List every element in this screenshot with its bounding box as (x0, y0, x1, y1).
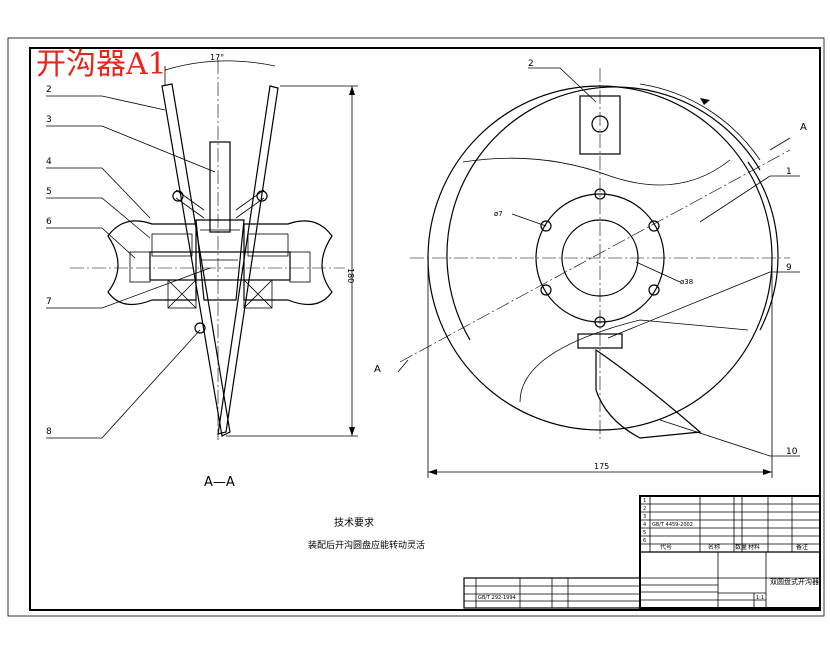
std-code-2: GB/T 292-1994 (478, 595, 516, 601)
small-parts-list: GB/T 292-1994 (463, 577, 641, 609)
callout-6: 6 (46, 217, 52, 227)
product-name: 双圆盘式开沟器 (770, 577, 819, 586)
callout-7: 7 (46, 297, 52, 307)
col-code: 代号 (660, 543, 672, 551)
callout-8: 8 (46, 427, 52, 437)
section-marker-top: A (800, 122, 807, 133)
item-5: 5 (643, 530, 646, 536)
callout-3: 3 (46, 115, 52, 125)
angle-dimension: 17° (210, 53, 224, 62)
col-material: 材料 (748, 543, 760, 551)
callout-5: 5 (46, 187, 52, 197)
title-block: GB/T 4459-2002 1 2 3 4 5 6 代号 名称 数量 材料 备… (639, 495, 821, 609)
inner-border (29, 47, 821, 611)
width-dimension: 175 (594, 462, 609, 471)
callout-right-1: 1 (786, 167, 792, 177)
outer-border (7, 37, 825, 617)
drawing-title: 开沟器A1 (36, 47, 167, 82)
scale-value: 1:1 (756, 595, 764, 601)
col-name: 名称 (708, 543, 720, 551)
section-label: A—A (204, 475, 235, 490)
notes-line-1: 装配后开沟圆盘应能转动灵活 (308, 539, 425, 551)
callout-right-9: 9 (786, 263, 792, 273)
section-marker-bottom: A (374, 364, 381, 375)
col-remark: 备注 (796, 543, 808, 551)
callout-4: 4 (46, 157, 52, 167)
callout-2: 2 (46, 85, 52, 95)
section-view-a-a: 17° 180 (46, 53, 358, 490)
item-1: 1 (643, 498, 646, 504)
height-dimension: 180 (346, 268, 355, 283)
item-4: 4 (643, 522, 646, 528)
callout-right-2: 2 (528, 59, 534, 69)
hole-dimension-large: ø38 (680, 278, 693, 286)
col-qty: 数量 (735, 543, 747, 551)
hole-dimension-small: ø7 (494, 210, 503, 218)
item-3: 3 (643, 514, 646, 520)
callout-right-10: 10 (786, 447, 798, 457)
notes-heading: 技术要求 (334, 516, 374, 529)
front-view: A A ø7 ø38 175 2 1 9 10 (374, 59, 807, 478)
std-code-1: GB/T 4459-2002 (652, 522, 693, 528)
item-2: 2 (643, 506, 646, 512)
item-6: 6 (643, 538, 646, 544)
